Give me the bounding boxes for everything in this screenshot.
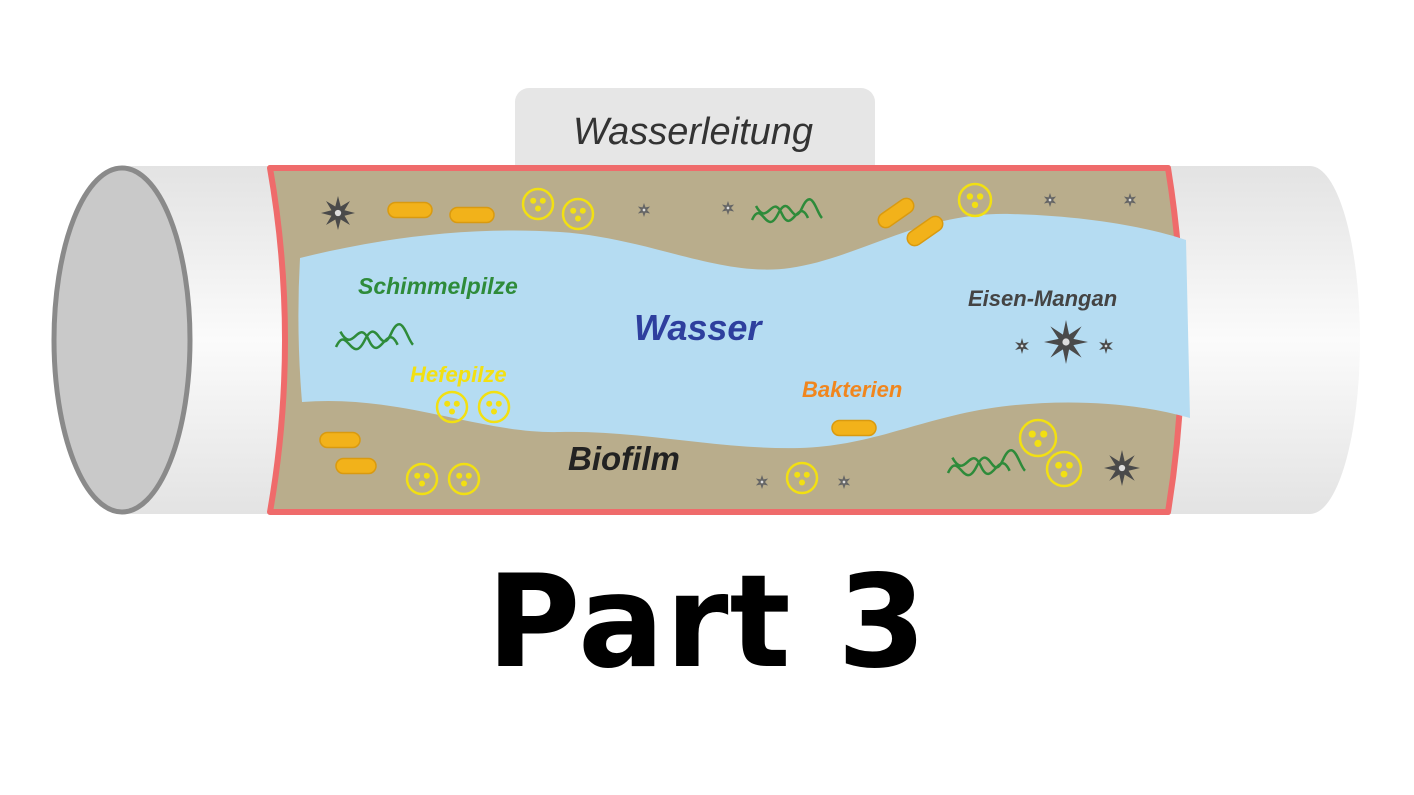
bacteria-icon (449, 206, 495, 224)
iron-particle-icon (1015, 338, 1029, 354)
pipe-cutaway (267, 165, 1190, 515)
yeast-cell-icon (405, 462, 439, 496)
iron-particle-icon (1099, 338, 1113, 354)
bacteria-icon (877, 197, 915, 229)
iron-particle-icon (755, 475, 769, 489)
pipe-label: Wasserleitung (573, 111, 813, 153)
iron-particle-icon (1104, 450, 1140, 486)
water-pipe-diagram: Wasserleitung Schimmelpilze Wasser Hefep… (51, 88, 1360, 515)
yeast-cell-icon (521, 187, 555, 221)
biofilm-label: Biofilm (568, 440, 680, 477)
mold-icon (334, 323, 414, 351)
bacteria-icon (831, 419, 877, 437)
yeast-cell-icon (561, 197, 595, 231)
mold-icon (750, 198, 824, 223)
iron-particle-icon (721, 201, 735, 215)
iron-particle-icon (1044, 320, 1088, 364)
water-channel (298, 213, 1190, 449)
bacteria-icon (335, 457, 377, 475)
yeast-cell-icon (1045, 450, 1083, 488)
yeast-label: Hefepilze (410, 362, 507, 387)
iron-particle-icon (637, 203, 651, 217)
bacteria-icon (906, 215, 944, 247)
yeast-cell-icon (447, 462, 481, 496)
iron-particle-icon (837, 475, 851, 489)
bacteria-label: Bakterien (802, 377, 902, 402)
mold-label: Schimmelpilze (358, 273, 518, 299)
mold-icon (946, 449, 1026, 477)
iron-particle-icon (321, 196, 355, 230)
part-title: Part 3 (486, 548, 928, 697)
iron-particle-icon (1123, 193, 1137, 207)
yeast-cell-icon (1018, 418, 1058, 458)
pipe-opening (51, 165, 193, 515)
pipe-label-tab: Wasserleitung (515, 88, 875, 180)
yeast-cell-icon (477, 390, 511, 424)
yeast-cell-icon (435, 390, 469, 424)
iron-particle-icon (1043, 193, 1057, 207)
yeast-cell-icon (957, 182, 993, 218)
yeast-cell-icon (785, 461, 819, 495)
bacteria-icon (387, 201, 433, 219)
water-label: Wasser (634, 307, 763, 348)
organisms (319, 182, 1140, 496)
iron-manganese-label: Eisen-Mangan (968, 286, 1117, 311)
bacteria-icon (319, 431, 361, 449)
